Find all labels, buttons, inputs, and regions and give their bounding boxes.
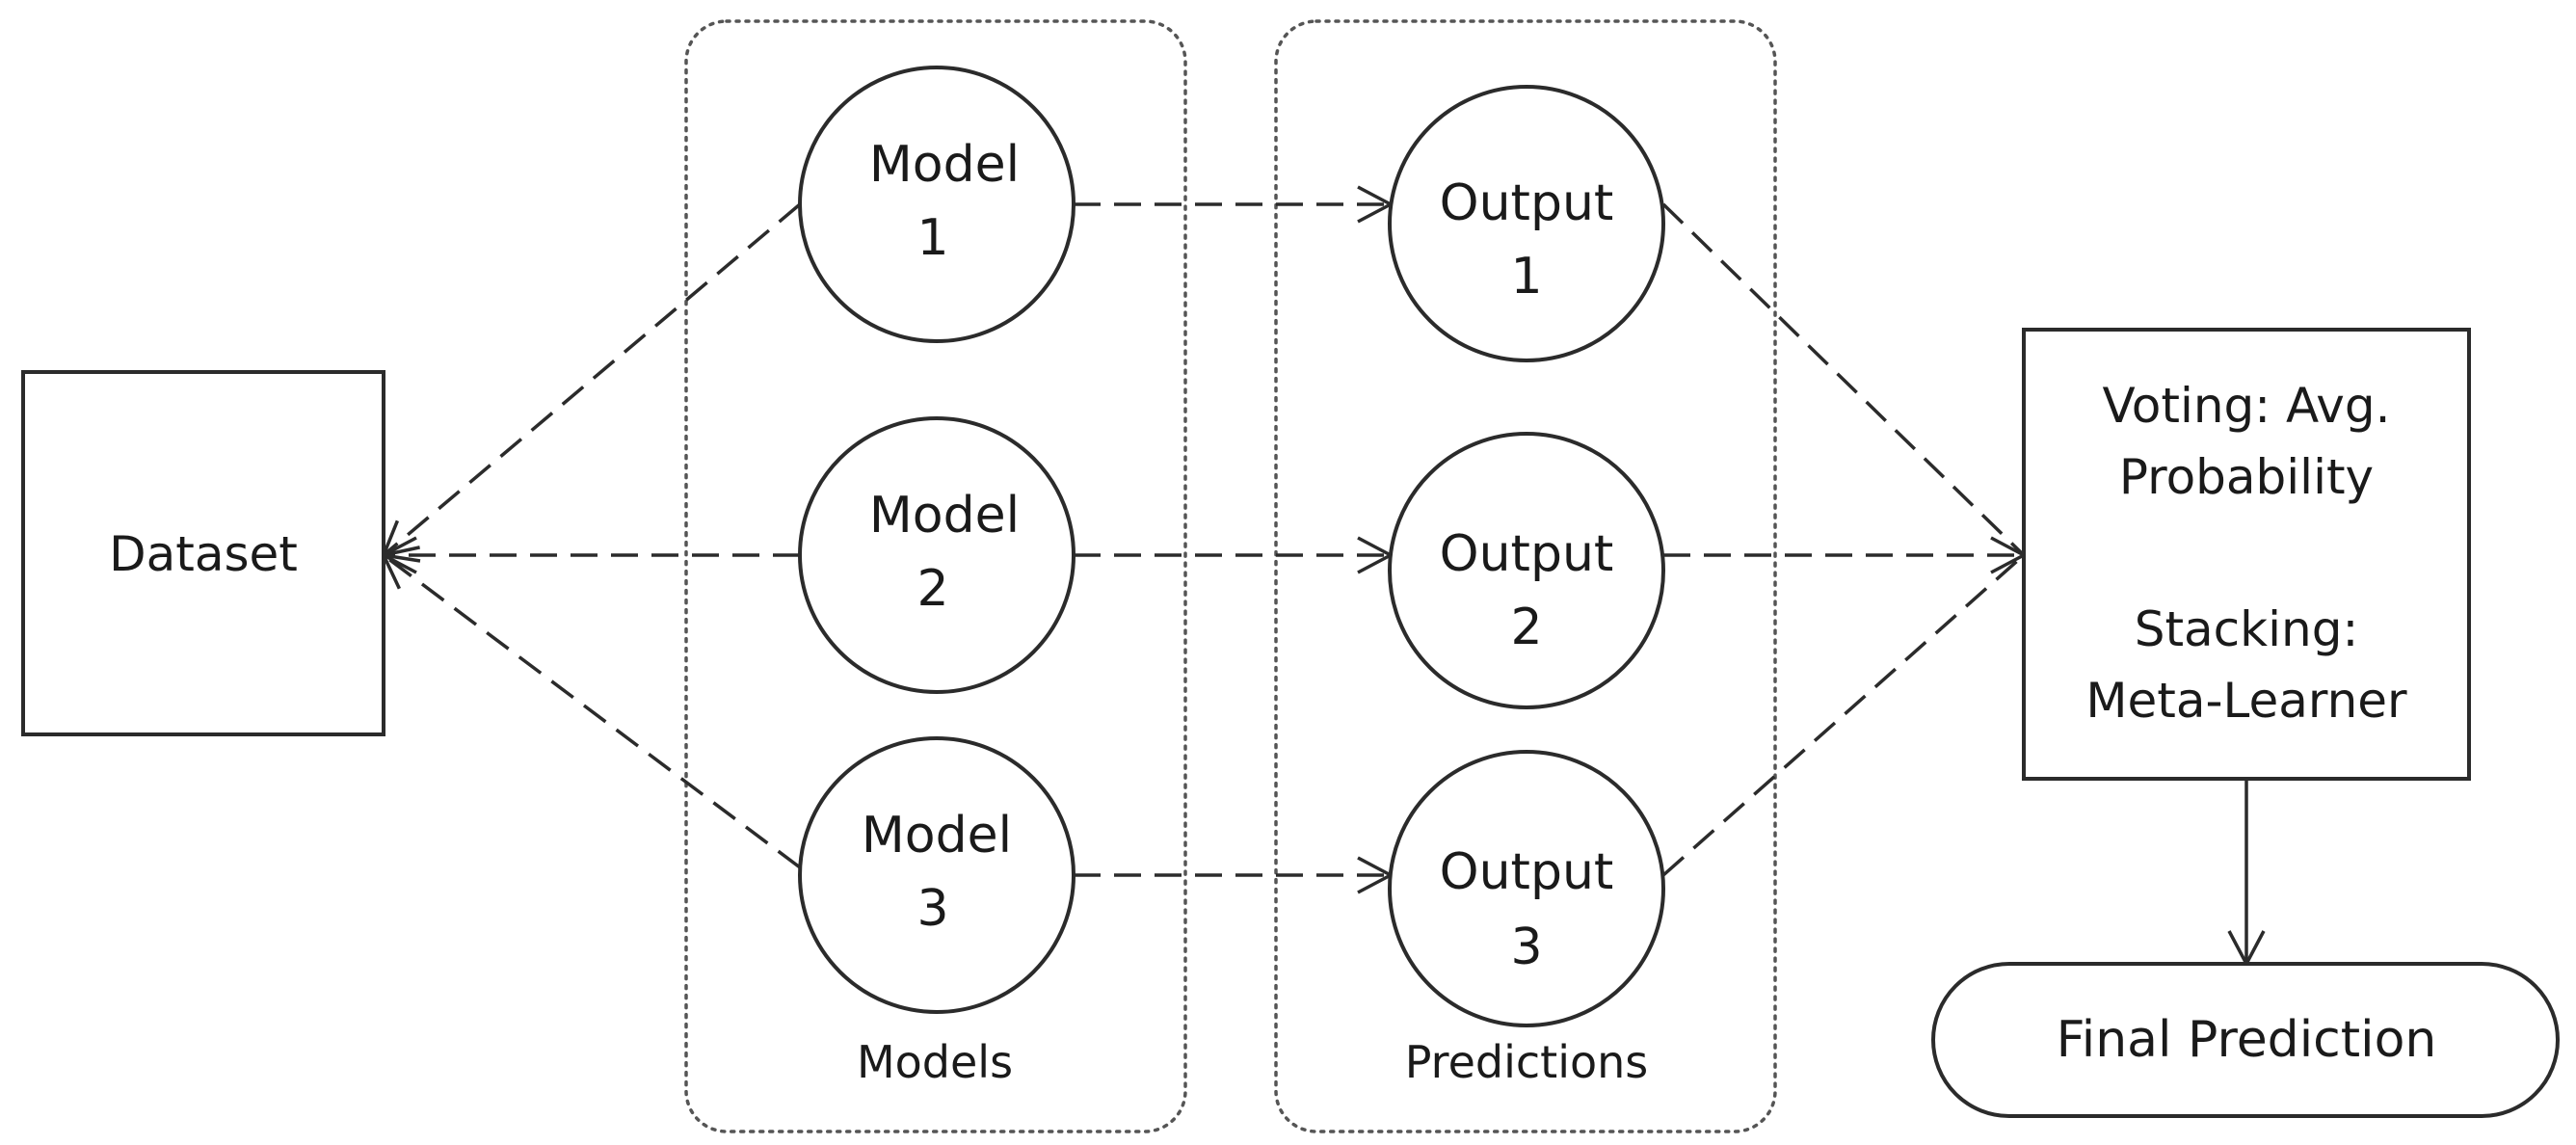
model-1-label-line1: Model — [869, 136, 1020, 194]
dataset-label: Dataset — [109, 526, 298, 582]
predictions-group-border — [1274, 19, 1777, 1133]
combiner-box: Voting: Avg. Probability Stacking: Meta-… — [2022, 328, 2471, 781]
connector-dataset-model-3 — [384, 555, 802, 869]
output-node-1: Output 1 — [1388, 85, 1665, 362]
final-prediction-label: Final Prediction — [2057, 1011, 2437, 1069]
output-3-label-line2: 3 — [1510, 919, 1542, 976]
final-prediction-box: Final Prediction — [1931, 962, 2560, 1118]
model-2-label-line1: Model — [869, 487, 1020, 545]
model-3-label-line1: Model — [862, 807, 1012, 865]
dataset-box: Dataset — [21, 370, 385, 736]
model-node-1: Model 1 — [798, 66, 1076, 343]
model-3-label-line2: 3 — [916, 880, 948, 938]
model-1-label-line2: 1 — [916, 209, 948, 267]
stacking-label-line1: Stacking: — [2135, 601, 2359, 657]
connector-output-1-combiner — [1661, 202, 2026, 557]
model-node-2: Model 2 — [798, 416, 1076, 694]
models-group-border — [684, 19, 1187, 1133]
connector-output-3-combiner — [1661, 553, 2026, 877]
predictions-group-label: Predictions — [1405, 1036, 1648, 1088]
voting-label-line1: Voting: Avg. — [2102, 378, 2390, 434]
connector-dataset-model-1 — [384, 202, 802, 555]
output-2-label-line2: 2 — [1510, 599, 1542, 656]
output-node-3: Output 3 — [1388, 750, 1665, 1027]
output-3-label-line1: Output — [1440, 843, 1614, 901]
voting-label-line2: Probability — [2119, 449, 2374, 505]
model-2-label-line2: 2 — [916, 560, 948, 618]
output-node-2: Output 2 — [1388, 432, 1665, 709]
output-2-label-line1: Output — [1440, 525, 1614, 583]
model-node-3: Model 3 — [798, 736, 1076, 1014]
output-1-label-line1: Output — [1440, 174, 1614, 232]
models-group-label: Models — [857, 1036, 1013, 1088]
output-1-label-line2: 1 — [1510, 248, 1542, 306]
stacking-label-line2: Meta-Learner — [2085, 673, 2407, 729]
